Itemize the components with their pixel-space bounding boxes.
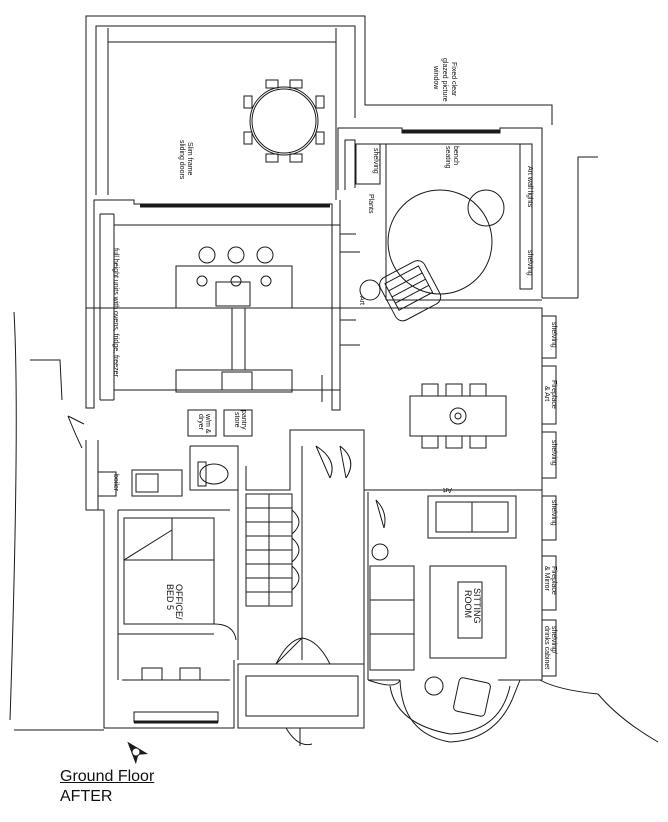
porch — [237, 637, 365, 746]
office-label: OFFICE/ — [174, 584, 184, 620]
garden-table — [243, 79, 325, 163]
sitting-room-walls — [364, 489, 659, 743]
floor-title: Ground Floor — [60, 768, 155, 785]
terrace — [85, 15, 553, 200]
shelving-drinks-label: drinks cabinet — [543, 626, 550, 669]
phase-title: AFTER — [60, 788, 113, 805]
shelving-drinks-label: shelving/ — [550, 626, 557, 654]
shelving-label: shelving — [550, 440, 557, 466]
dining — [409, 307, 557, 490]
fixed-window-label: Fixed clear — [450, 62, 457, 97]
utility-label: w/m & — [204, 413, 211, 434]
garden-room — [337, 127, 598, 322]
staircase — [245, 493, 300, 607]
shelving-label: shelving — [526, 250, 533, 276]
sliding-doors-label: sliding doors — [178, 140, 185, 180]
full-height-units-label: full height units with ovens, fridge, fr… — [112, 248, 119, 377]
art-wall-lights-label: Art wall lights — [526, 166, 533, 208]
fireplace-art-label: Fireplace — [550, 380, 557, 409]
office-label: BED 5 — [165, 584, 175, 610]
bench-seating-label: seating — [444, 146, 451, 169]
drawing-title: Ground Floor AFTER — [60, 767, 154, 807]
office — [98, 509, 237, 729]
plants-label: Plants — [367, 194, 374, 214]
glazing — [134, 129, 500, 724]
sitting-room-label: ROOM — [463, 590, 473, 618]
sitting-room-label: SITTING — [472, 588, 482, 624]
site-boundary — [9, 311, 104, 731]
shelving-label: shelving — [372, 148, 379, 174]
fixed-window-label: glazed picture — [441, 58, 448, 102]
art-label: Art — [358, 296, 365, 305]
north-arrow-icon — [127, 741, 149, 765]
fireplace-mirror-label: & Mirror — [543, 566, 550, 592]
shelving-label: shelving — [550, 500, 557, 526]
pantry-label: store — [233, 412, 240, 428]
pantry-label: pantry — [240, 410, 247, 430]
boiler-label: boiler — [112, 474, 119, 492]
fixed-window-label: window — [432, 65, 439, 90]
service-rooms — [85, 409, 291, 511]
fireplace-art-label: & Art — [543, 386, 550, 401]
bench-seating-label: bench — [452, 146, 459, 165]
utility-label: dryer — [197, 414, 204, 431]
art-label: Art — [443, 486, 452, 493]
fireplace-mirror-label: Fireplace — [550, 566, 557, 595]
sliding-doors-label: Slim frame — [186, 142, 193, 176]
hallway — [237, 429, 365, 664]
shelving-label: shelving — [550, 322, 557, 348]
kitchen — [85, 195, 520, 411]
